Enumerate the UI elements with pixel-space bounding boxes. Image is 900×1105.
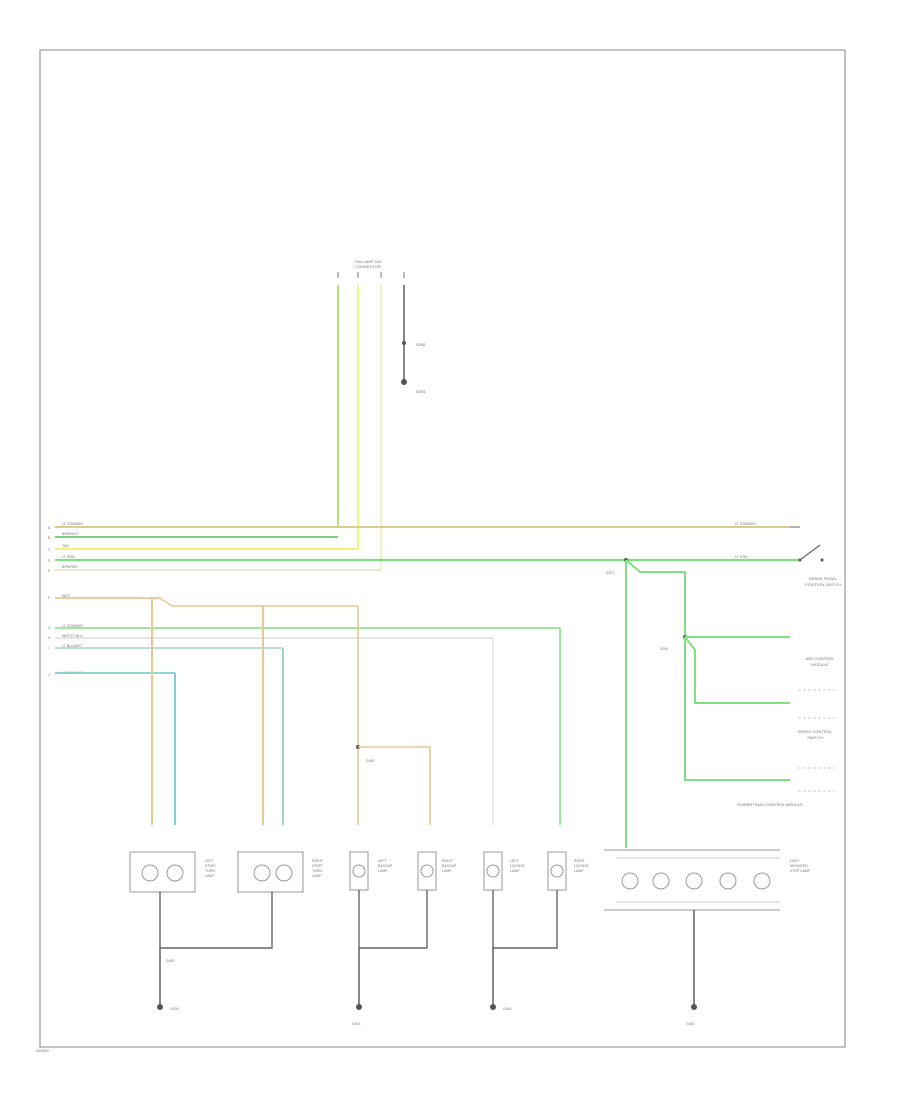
svg-text:TURN: TURN xyxy=(205,869,215,873)
svg-text:RIGHT: RIGHT xyxy=(442,859,454,863)
svg-text:RIGHT: RIGHT xyxy=(574,859,586,863)
left-wire-labels: A B C D E LT GRN/BRN BRN/WHT TAN LT GRN … xyxy=(48,522,83,573)
svg-text:STOP/: STOP/ xyxy=(312,864,322,868)
svg-text:C: C xyxy=(48,548,51,552)
svg-text:D: D xyxy=(48,559,51,563)
top-connector: TAILLAMP S/W CONNECTOR xyxy=(337,259,405,278)
connector-title-1: TAILLAMP S/W xyxy=(354,259,382,264)
ground-stop-lamps xyxy=(159,892,273,949)
svg-text:LAMP: LAMP xyxy=(378,869,388,873)
svg-text:LEFT: LEFT xyxy=(510,859,519,863)
svg-text:S406: S406 xyxy=(366,759,374,763)
svg-text:RIGHT: RIGHT xyxy=(312,859,324,863)
ground-icon-4 xyxy=(691,1004,697,1010)
ground-icon-3 xyxy=(490,1004,496,1010)
wire-speed xyxy=(684,636,790,704)
svg-text:ABS CONTROL: ABS CONTROL xyxy=(806,656,835,661)
svg-text:LAMP: LAMP xyxy=(574,869,584,873)
svg-text:BRN/WHT: BRN/WHT xyxy=(62,532,79,536)
svg-text:G404: G404 xyxy=(503,1007,512,1011)
svg-text:G: G xyxy=(48,626,51,630)
left-license-lamp: LEFT LICENSE LAMP xyxy=(483,851,526,891)
ground-icon-2 xyxy=(356,1004,362,1010)
svg-text:BRN/RED: BRN/RED xyxy=(62,565,78,569)
svg-text:LT GRN/BRN: LT GRN/BRN xyxy=(735,522,756,526)
diagram-border xyxy=(39,49,846,1048)
svg-text:BRAKE PEDAL: BRAKE PEDAL xyxy=(809,576,838,581)
svg-text:LT GRN/BRN: LT GRN/BRN xyxy=(62,522,83,526)
svg-text:LAMP: LAMP xyxy=(510,869,520,873)
svg-text:SWITCH: SWITCH xyxy=(807,735,823,740)
left-backup-lamp: LEFT BACKUP LAMP xyxy=(349,851,393,891)
lower-bus: F WHT G LT GRN/WHT H WHT/LT BLU I LT BLU… xyxy=(48,594,560,677)
ground-backup-lamps xyxy=(358,890,428,949)
svg-text:TAN: TAN xyxy=(62,544,69,548)
right-license-lamp: RIGHT LICENSE LAMP xyxy=(547,851,590,891)
svg-text:POSITION SWITCH: POSITION SWITCH xyxy=(805,582,841,587)
svg-text:F: F xyxy=(48,596,50,600)
svg-text:H: H xyxy=(48,636,51,640)
svg-text:LAMP: LAMP xyxy=(205,874,215,878)
ground-license-lamps xyxy=(492,890,558,949)
svg-text:S405: S405 xyxy=(166,959,174,963)
high-mount-stop-lamp: HIGH MOUNTED STOP LAMP xyxy=(604,849,811,911)
svg-text:LAMP: LAMP xyxy=(312,874,322,878)
connector-title-2: CONNECTOR xyxy=(355,264,381,269)
svg-text:A: A xyxy=(48,526,51,530)
svg-text:J: J xyxy=(48,673,50,677)
svg-text:LT GRN/WHT: LT GRN/WHT xyxy=(62,624,84,628)
svg-text:HIGH: HIGH xyxy=(790,859,799,863)
svg-text:G403: G403 xyxy=(170,1007,179,1011)
top-splice-label: S200 xyxy=(416,342,426,347)
drop-backup-right xyxy=(358,746,431,825)
left-stop-lamp: LEFT STOP/ TURN LAMP xyxy=(129,851,215,893)
svg-text:LT BLU/WHT: LT BLU/WHT xyxy=(62,644,83,648)
svg-text:MOUNTED: MOUNTED xyxy=(790,864,808,868)
svg-text:LT GRN: LT GRN xyxy=(735,555,748,559)
right-backup-lamp: RIGHT BACKUP LAMP xyxy=(417,851,457,891)
svg-text:G401: G401 xyxy=(686,1022,695,1026)
svg-text:I: I xyxy=(48,646,49,650)
svg-text:SPEED CONTROL: SPEED CONTROL xyxy=(798,729,833,734)
svg-text:TURN: TURN xyxy=(312,869,322,873)
svg-text:LAMP: LAMP xyxy=(442,869,452,873)
wire-branch-abs xyxy=(625,559,686,635)
svg-text:S209: S209 xyxy=(660,647,668,651)
svg-text:LICENSE: LICENSE xyxy=(510,864,526,868)
brake-switch: BRAKE PEDAL POSITION SWITCH LT GRN/BRN L… xyxy=(735,522,841,587)
svg-text:MODULE: MODULE xyxy=(811,662,828,667)
wire-pcm xyxy=(684,637,790,781)
svg-text:BACKUP: BACKUP xyxy=(442,864,457,868)
svg-text:POWERTRAIN CONTROL MODULE: POWERTRAIN CONTROL MODULE xyxy=(737,802,803,807)
svg-text:LEFT: LEFT xyxy=(378,859,387,863)
svg-text:LT GRN: LT GRN xyxy=(62,555,75,559)
svg-text:LICENSE: LICENSE xyxy=(574,864,590,868)
top-ground-label: G201 xyxy=(416,389,427,394)
svg-text:G401: G401 xyxy=(352,1022,361,1026)
svg-text:WHT/LT BLU: WHT/LT BLU xyxy=(62,634,83,638)
footer-code: W4450 xyxy=(36,1048,49,1053)
svg-text:LEFT: LEFT xyxy=(205,859,214,863)
right-stop-lamp: RIGHT STOP/ TURN LAMP xyxy=(237,851,324,893)
svg-text:E: E xyxy=(48,569,51,573)
top-ground-icon xyxy=(401,379,407,385)
svg-text:S201: S201 xyxy=(606,571,614,575)
svg-text:STOP/: STOP/ xyxy=(205,864,215,868)
svg-text:BACKUP: BACKUP xyxy=(378,864,393,868)
svg-text:STOP LAMP: STOP LAMP xyxy=(790,869,811,873)
svg-text:WHT: WHT xyxy=(62,594,71,598)
ground-icon-1 xyxy=(157,1004,163,1010)
svg-text:B: B xyxy=(48,536,51,540)
